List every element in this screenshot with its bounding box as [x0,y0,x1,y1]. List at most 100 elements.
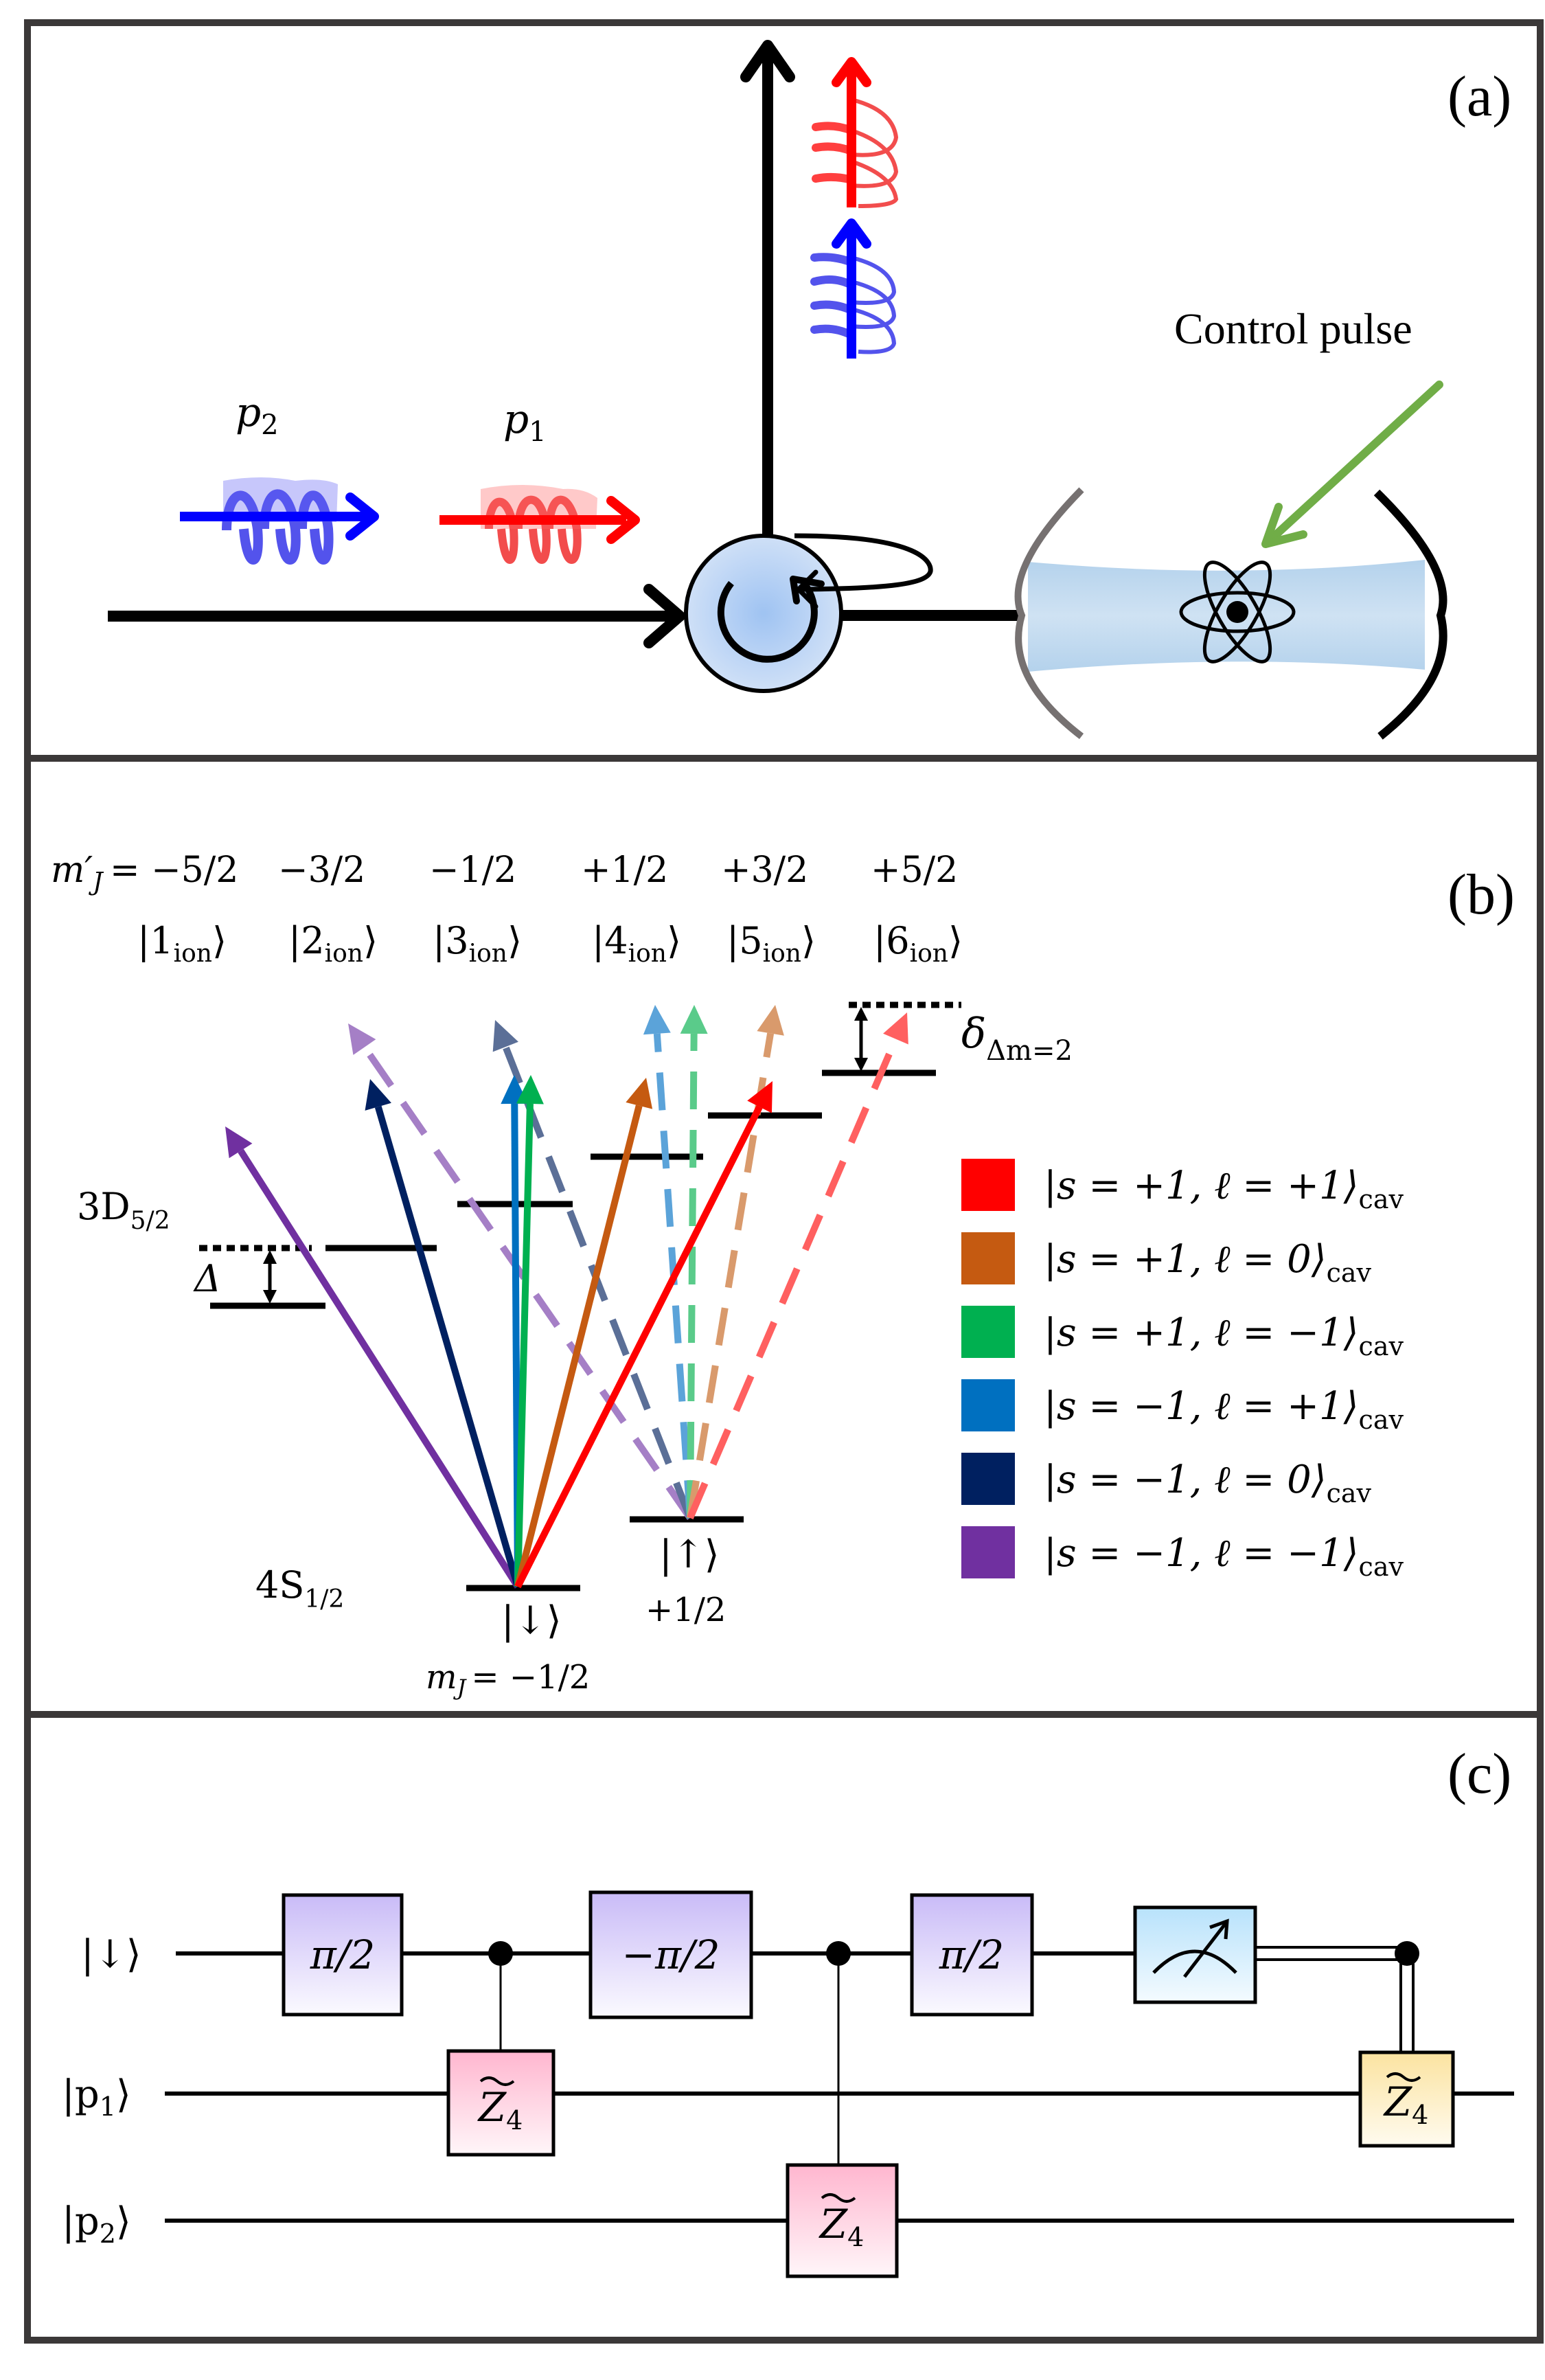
transition-line [687,1037,900,1519]
ion-state-row: |1ion⟩ |2ion⟩ |3ion⟩ |4ion⟩ |5ion⟩ |6ion⟩ [137,919,963,968]
mj-value: −1/2 [429,850,516,891]
up-mj-value: +1/2 [645,1591,726,1629]
svg-text:Z4: Z4 [1383,2078,1429,2130]
ion-state-ket: |5ion⟩ [726,919,816,968]
svg-text:π/2: π/2 [939,1931,1005,1978]
legend-label: |s = +1, ℓ = 0⟩cav [1044,1237,1372,1288]
transition-line [514,1103,534,1587]
svg-text:Z4: Z4 [819,2201,865,2252]
wire-label-p2: |p2⟩ [62,2199,131,2249]
control-dot-2 [826,1941,851,1966]
transition-line [514,1104,643,1588]
transition-line [238,1148,521,1589]
photon-p1-incoming: p1 [439,396,640,564]
transition-line [687,1033,698,1519]
arrowhead [365,1079,391,1111]
arrowhead [643,1005,671,1035]
outer-border [24,19,1544,2344]
legend-swatch [961,1453,1015,1505]
legend-swatch [961,1232,1015,1284]
wire-label-p1: |p1⟩ [62,2072,131,2122]
return-loop-arrow [794,533,933,609]
right-mirror [1373,489,1447,740]
legend-label: |s = −1, ℓ = +1⟩cav [1044,1384,1404,1435]
solid-transition [225,1126,521,1589]
legend-label: |s = −1, ℓ = −1⟩cav [1044,1531,1404,1582]
panel-a: (a) p2 p1 [108,40,1511,740]
solid-transition [514,1081,772,1589]
photon-p2-outgoing [810,218,897,359]
control-pulse: Control pulse [1174,304,1443,548]
ion-state-ket: |1ion⟩ [137,919,227,968]
level-label-4s12: 4S1/2 [255,1563,344,1613]
transition-line [514,1105,763,1589]
gate-pi-half-1: π/2 [282,1893,404,2017]
photon-p2-incoming: p2 [180,389,379,565]
arrowhead [680,1005,708,1034]
ion-state-ket: |4ion⟩ [592,919,681,968]
figure-frame [24,19,1544,2344]
panel-label-c: (c) [1447,1742,1511,1806]
dashed-transition [687,1012,908,1519]
delta-dm2-label: δΔm=2 [961,1010,1073,1067]
panel-b: (b) m′J = −5/2 −3/2 −1/2 +1/2 +3/2 +5/2 … [51,850,1515,1701]
arrowhead [348,1023,376,1055]
helix-icon [810,253,897,354]
ion-state-ket: |2ion⟩ [288,919,378,968]
gate-z4-p2: Z4 [786,2163,899,2278]
legend-swatch [961,1526,1015,1578]
gate-measurement [1133,1905,1257,2004]
solid-transition [514,1078,653,1588]
delta-label: Δ [193,1257,221,1300]
mj-value: −3/2 [278,850,365,891]
mj-value: +1/2 [581,850,668,891]
mj-label: mJ= −1/2 [426,1658,590,1701]
legend-swatch [961,1159,1015,1211]
input-arrow [108,584,685,648]
dashed-transition [687,1005,784,1519]
arrowhead [516,1075,544,1104]
ion-state-ket: |6ion⟩ [873,919,963,968]
transition-arrows [225,1005,908,1589]
transition-line [361,1045,694,1520]
ket-up: |↑⟩ [659,1532,720,1577]
arrowhead [225,1126,253,1159]
legend-item: |s = −1, ℓ = −1⟩cav [961,1526,1404,1582]
legend-label: |s = +1, ℓ = +1⟩cav [1044,1164,1404,1214]
gate-z4-p1-classical: Z4 [1358,2050,1455,2148]
level-label-3d52: 3D5/2 [77,1185,170,1235]
tilde-mark [479,2076,515,2086]
classical-wire [1255,1941,1419,2052]
optical-cavity [1014,487,1447,740]
output-arrow [740,40,795,534]
detuning-delta-arrow [263,1250,277,1304]
tilde-mark [821,2193,856,2203]
mj-value: +5/2 [871,850,958,891]
svg-text:−π/2: −π/2 [621,1931,720,1978]
energy-levels [199,1001,961,1591]
dashed-transition [680,1005,708,1519]
legend-item: |s = +1, ℓ = +1⟩cav [961,1159,1404,1214]
arrowhead [626,1078,653,1109]
legend-swatch [961,1379,1015,1431]
gate-pi-half-2: π/2 [910,1893,1034,2017]
legend: |s = +1, ℓ = +1⟩cav |s = +1, ℓ = 0⟩cav |s … [961,1159,1404,1582]
mj-value: +3/2 [721,850,808,891]
meter-icon [1152,1918,1237,1978]
arrowhead [747,1081,772,1113]
tilde-mark [1386,2072,1421,2082]
arrowhead [492,1020,518,1052]
panel-c: (c) |↓⟩ |p1⟩ |p2⟩ π/2 Z4 [62,1742,1514,2278]
ion-state-ket: |3ion⟩ [433,919,522,968]
mj-prime-symbol: m′J [51,850,104,896]
legend-item: |s = −1, ℓ = +1⟩cav [961,1379,1404,1435]
control-pulse-label: Control pulse [1174,304,1412,353]
wire-label-down: |↓⟩ [81,1932,141,1977]
dashed-transition [348,1023,694,1520]
gate-minus-pi-half: −π/2 [588,1890,753,2019]
legend-swatch [961,1306,1015,1358]
legend-label: |s = −1, ℓ = 0⟩cav [1044,1458,1372,1508]
ket-down: |↓⟩ [501,1598,562,1643]
mj-prime-row: m′J = −5/2 −3/2 −1/2 +1/2 +3/2 +5/2 [51,850,958,896]
